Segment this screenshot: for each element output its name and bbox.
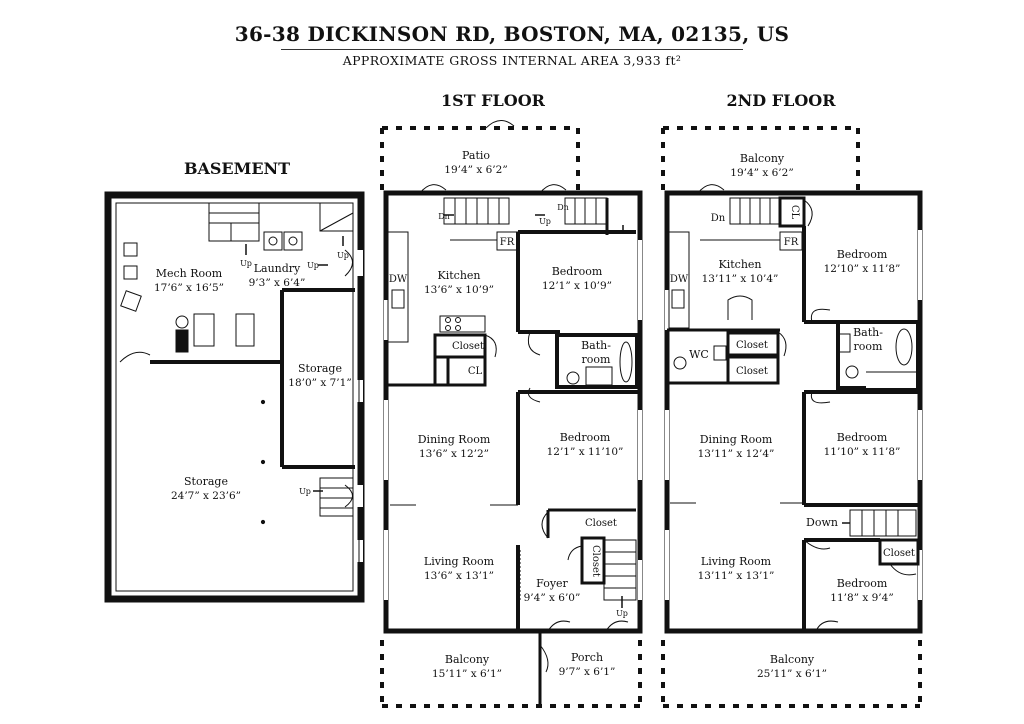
- first-bedroom-1-name: Bedroom: [552, 265, 603, 278]
- first-bedroom-2-name: Bedroom: [560, 431, 611, 444]
- title-underline: [281, 49, 743, 50]
- second-bedroom-1-name: Bedroom: [837, 248, 888, 261]
- basement-up-label-4: Up: [299, 487, 311, 496]
- second-bedroom-3-dims: 11’8” x 9’4”: [830, 592, 893, 604]
- first-porch-dims: 9’7” x 6’1”: [559, 666, 616, 678]
- first-up-label-1: Up: [539, 217, 551, 226]
- second-closet-2-label: Closet: [736, 366, 768, 377]
- first-closet-3-label: Closet: [590, 545, 601, 577]
- basement-mech-room-dims: 17’6” x 16’5”: [154, 282, 224, 294]
- second-closet-1-label: Closet: [736, 340, 768, 351]
- basement-plan: [104, 191, 365, 603]
- basement-laundry-dims: 9’3” x 6’4”: [249, 277, 306, 289]
- second-closet-3-label: Closet: [883, 548, 915, 559]
- property-address: 36-38 DICKINSON RD, BOSTON, MA, 02135, U…: [234, 22, 790, 46]
- first-patio-dims: 19’4” x 6’2”: [444, 164, 507, 176]
- second-bedroom-2-name: Bedroom: [837, 431, 888, 444]
- second-kitchen-name: Kitchen: [719, 258, 762, 271]
- first-foyer-dims: 9’4” x 6’0”: [524, 592, 581, 604]
- second-balcony-bottom-dims: 25’11” x 6’1”: [757, 668, 827, 680]
- first-balcony-name: Balcony: [445, 653, 490, 666]
- second-cl-label: CL: [789, 205, 800, 220]
- first-kitchen-dims: 13’6” x 10’9”: [424, 284, 494, 296]
- first-foyer-name: Foyer: [536, 577, 568, 590]
- basement-up-label-3: Up: [337, 251, 349, 260]
- first-closet-1-label: Closet: [452, 341, 484, 352]
- second-wc-label: WC: [689, 348, 709, 361]
- second-dn-label: Dn: [711, 213, 726, 224]
- gross-area-caption: APPROXIMATE GROSS INTERNAL AREA 3,933 ft…: [342, 53, 682, 68]
- basement-up-label-1: Up: [240, 259, 252, 268]
- basement-mech-room-name: Mech Room: [156, 267, 223, 280]
- first-up-label-2: Up: [616, 609, 628, 618]
- first-fr-label: FR: [500, 237, 515, 248]
- basement-laundry-name: Laundry: [254, 262, 301, 275]
- second-bathroom-name-1: Bath-: [853, 326, 883, 339]
- first-dining-name: Dining Room: [418, 433, 491, 446]
- second-bedroom-2-dims: 11’10” x 11’8”: [824, 446, 901, 458]
- first-dining-dims: 13’6” x 12’2”: [419, 448, 489, 460]
- second-balcony-bottom-name: Balcony: [770, 653, 815, 666]
- second-bedroom-3-name: Bedroom: [837, 577, 888, 590]
- first-living-dims: 13’6” x 13’1”: [424, 570, 494, 582]
- second-floor-title: 2ND FLOOR: [727, 91, 837, 110]
- basement-storage-side-dims: 18’0” x 7’1”: [288, 377, 351, 389]
- second-dining-name: Dining Room: [700, 433, 773, 446]
- second-bathroom-name-2: room: [854, 340, 884, 353]
- first-balcony-dims: 15’11” x 6’1”: [432, 668, 502, 680]
- first-living-name: Living Room: [424, 555, 495, 568]
- first-floor-plan: [380, 120, 643, 708]
- second-living-dims: 13’11” x 13’1”: [698, 570, 775, 582]
- basement-outer-wall: [104, 191, 365, 603]
- first-dn-label-2: Dn: [557, 203, 569, 212]
- first-patio-name: Patio: [462, 149, 490, 162]
- first-cl-label: CL: [468, 366, 483, 377]
- second-dw-label: DW: [670, 274, 689, 285]
- second-living-name: Living Room: [701, 555, 772, 568]
- second-dining-dims: 13’11” x 12’4”: [698, 448, 775, 460]
- second-bedroom-1-dims: 12’10” x 11’8”: [824, 263, 901, 275]
- basement-storage-side-name: Storage: [298, 362, 342, 375]
- second-floor-plan: [661, 126, 923, 708]
- second-down-label: Down: [806, 516, 838, 529]
- first-kitchen-name: Kitchen: [438, 269, 481, 282]
- second-fr-label: FR: [784, 237, 799, 248]
- first-bedroom-1-dims: 12’1” x 10’9”: [542, 280, 612, 292]
- first-bathroom-name-2: room: [582, 353, 612, 366]
- second-kitchen-dims: 13’11” x 10’4”: [702, 273, 779, 285]
- basement-title: BASEMENT: [184, 159, 290, 178]
- basement-storage-main-dims: 24’7” x 23’6”: [171, 490, 241, 502]
- second-balcony-top-name: Balcony: [740, 152, 785, 165]
- first-bedroom-2-dims: 12’1” x 11’10”: [547, 446, 624, 458]
- first-bathroom-name-1: Bath-: [581, 339, 611, 352]
- first-porch-name: Porch: [571, 651, 603, 664]
- basement-storage-main-name: Storage: [184, 475, 228, 488]
- first-dw-label: DW: [389, 274, 408, 285]
- basement-up-label-2: Up: [307, 261, 319, 270]
- first-closet-2-label: Closet: [585, 518, 617, 529]
- second-balcony-top-dims: 19’4” x 6’2”: [730, 167, 793, 179]
- first-dn-label-1: Dn: [438, 212, 450, 221]
- first-floor-title: 1ST FLOOR: [441, 91, 546, 110]
